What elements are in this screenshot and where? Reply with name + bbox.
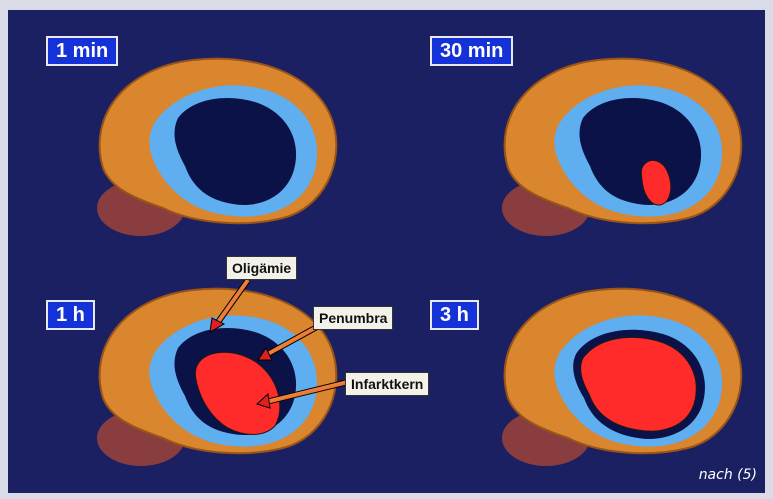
callout-infarct-core: Infarktkern xyxy=(345,372,429,396)
arrow-oligaemia xyxy=(210,280,248,332)
time-label-3h: 3 h xyxy=(430,300,479,330)
callout-penumbra: Penumbra xyxy=(313,306,393,330)
arrow-infarct-core xyxy=(257,382,348,408)
brain-3h xyxy=(488,278,748,478)
callout-oligaemia: Oligämie xyxy=(226,256,297,280)
diagram-canvas: 1 min 30 min 1 h xyxy=(8,10,765,493)
source-credit: nach (5) xyxy=(699,467,757,483)
